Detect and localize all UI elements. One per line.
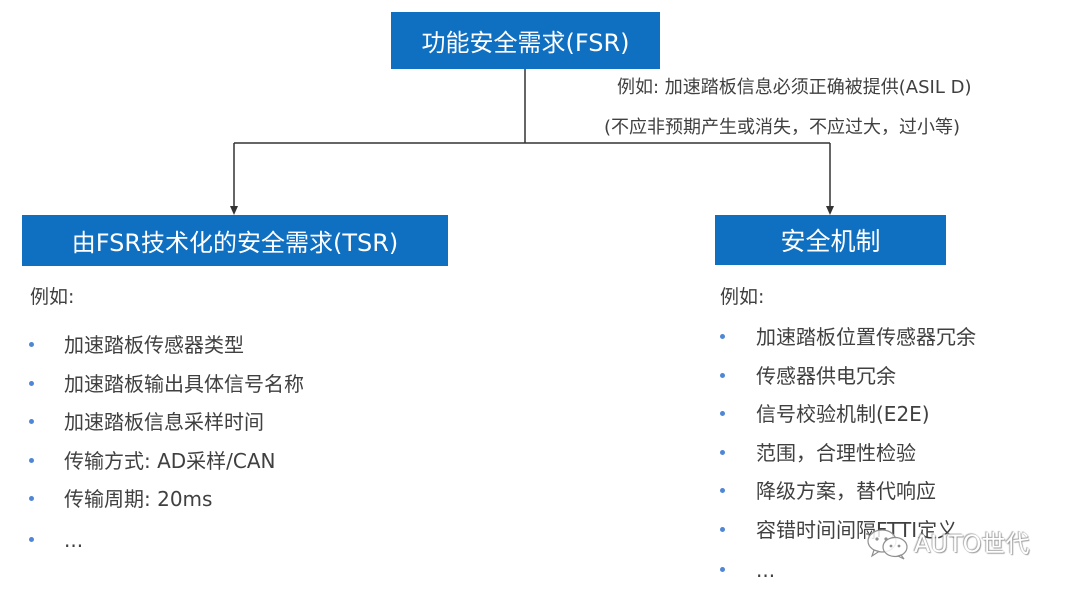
bullet-dot [720,373,725,378]
tsr-item-text: 传输周期: 20ms [64,487,213,511]
mechanism-list-item: ... [690,557,1070,583]
watermark: AUTO世代 [866,526,1056,562]
bullet-dot [720,334,725,339]
mechanism-item-text: 加速踏板位置传感器冗余 [756,325,976,349]
bullet-dot [29,381,34,386]
fsr-example-line-1: 例如: 加速踏板信息必须正确被提供(ASIL D) [617,77,972,98]
wechat-icon [867,529,908,560]
bullet-dot [29,342,34,347]
tsr-box: 由FSR技术化的安全需求(TSR) [22,215,448,266]
watermark-text: AUTO世代 [914,530,1030,558]
tsr-item-text: ... [64,528,84,552]
bullet-dot [720,527,725,532]
bullet-dot [720,411,725,416]
tsr-list-item: ... [0,527,460,553]
mechanism-example-label: 例如: [720,286,765,308]
mechanism-item-text: 降级方案，替代响应 [756,479,936,503]
tsr-item-text: 加速踏板信息采样时间 [64,410,264,434]
safety-mechanism-box: 安全机制 [715,215,946,265]
mechanism-item-text: 信号校验机制(E2E) [756,402,930,426]
mechanism-list-item: 降级方案，替代响应 [690,478,1070,504]
mechanism-item-text: ... [756,558,776,582]
tsr-list-item: 加速踏板输出具体信号名称 [0,371,460,397]
mechanism-item-text: 传感器供电冗余 [756,364,896,388]
mechanism-list-item: 加速踏板位置传感器冗余 [690,324,1070,350]
tsr-item-text: 传输方式: AD采样/CAN [64,449,276,473]
tsr-list-item: 传输周期: 20ms [0,486,460,512]
bullet-dot [29,496,34,501]
fsr-box: 功能安全需求(FSR) [391,12,660,69]
mechanism-item-text: 范围，合理性检验 [756,441,916,465]
safety-mechanism-title: 安全机制 [780,227,881,256]
mechanism-list-item: 信号校验机制(E2E) [690,401,1070,427]
bullet-dot [29,419,34,424]
tsr-list-item: 加速踏板信息采样时间 [0,409,460,435]
tsr-list-item: 传输方式: AD采样/CAN [0,448,460,474]
bullet-dot [720,450,725,455]
tsr-title: 由FSR技术化的安全需求(TSR) [71,229,399,257]
tsr-list-item: 加速踏板传感器类型 [0,332,460,358]
fsr-title: 功能安全需求(FSR) [421,29,630,57]
bullet-dot [29,537,34,542]
mechanism-list-item: 传感器供电冗余 [690,363,1070,389]
bullet-dot [720,488,725,493]
fsr-example-line-2: (不应非预期产生或消失，不应过大，过小等) [604,117,961,138]
bullet-dot [29,458,34,463]
tsr-example-label: 例如: [30,286,75,308]
tsr-item-text: 加速踏板输出具体信号名称 [64,372,304,396]
mechanism-arrowhead [826,206,834,215]
mechanism-list-item: 范围，合理性检验 [690,440,1070,466]
tsr-item-text: 加速踏板传感器类型 [64,333,244,357]
mechanism-item-text: 容错时间间隔FTTI定义 [756,518,958,542]
bullet-dot [720,567,725,572]
mechanism-list-item: 容错时间间隔FTTI定义 [690,517,1070,543]
tsr-arrowhead [230,206,238,215]
